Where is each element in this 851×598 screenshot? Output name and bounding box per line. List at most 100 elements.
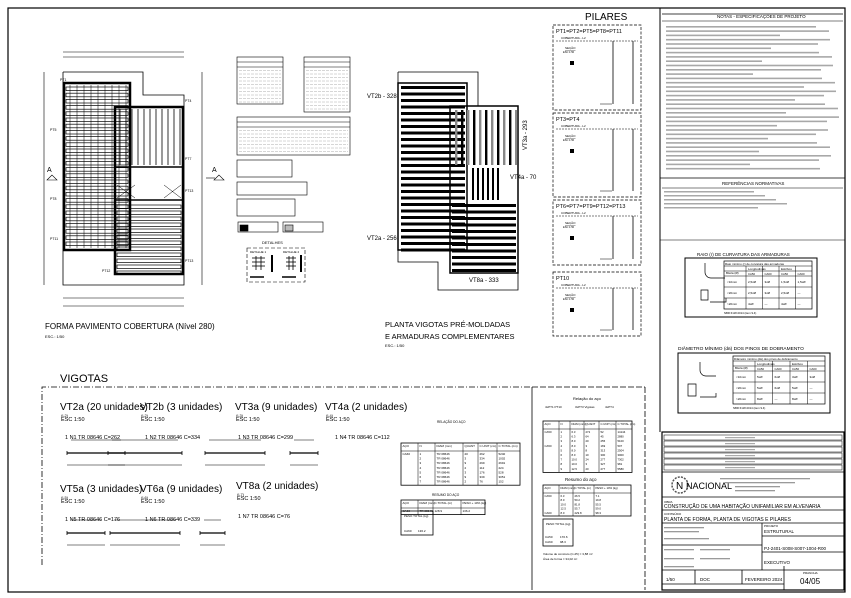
table-cell: 6: [561, 453, 563, 457]
reference-text-line: [664, 203, 787, 205]
obra-value: CONSTRUÇÃO DE UMA HABITAÇÃO UNIFAMILIAR …: [664, 503, 821, 510]
rule-table-cell: 4xØ: [781, 302, 787, 306]
area-note: Área de forma = 34,02 m²: [543, 557, 577, 561]
table-cell: 7: [561, 458, 563, 462]
pilar-group-name: PT1=PT2=PT5=PT8=PT11: [556, 29, 622, 35]
table-header: AÇO: [545, 486, 552, 490]
section-scale: ESC 1:50: [563, 138, 575, 142]
rule-table-cell: —: [810, 397, 813, 401]
table-cell: TR 08646: [437, 475, 451, 479]
rule-table-cell: <10mm: [727, 280, 738, 284]
note-text-line: [666, 34, 780, 37]
joist: [116, 216, 182, 221]
table-cell: 262: [480, 452, 485, 456]
joist: [116, 240, 182, 245]
joist: [116, 264, 182, 269]
table-cell: 2880: [618, 435, 625, 439]
vigota-joist: [401, 170, 465, 174]
table-cell: 2504: [618, 448, 625, 452]
table-header: QUANT: [465, 444, 476, 448]
title-block-text: [664, 558, 694, 560]
peso-cell: 98.3: [560, 540, 566, 544]
table-cell: 300: [601, 453, 606, 457]
vigota-joist: [452, 262, 516, 266]
joist: [65, 92, 129, 98]
title-block: [661, 431, 845, 591]
table-cell: 26.5: [575, 494, 581, 498]
vigotas-plan-title-1: PLANTA VIGOTAS PRÉ-MOLDADAS: [385, 320, 511, 329]
vigota-plan-label: VT2b - 328: [367, 94, 397, 100]
peso-total-cell: 136.2: [418, 529, 426, 533]
table-cell: 10.0: [561, 502, 567, 506]
table-cell: 3000: [618, 453, 625, 457]
title-block-text: [664, 527, 704, 529]
rule-table-cell: 3xØ: [792, 375, 798, 379]
table-cell: 528: [499, 470, 504, 474]
norm-reference: NBR 6118:2014 (item 9.4): [733, 406, 765, 410]
references-title: REFERÊNCIAS NORMATIVAS: [722, 179, 784, 186]
joist: [65, 111, 129, 116]
vigota-plan-label: VT3a - 293: [523, 120, 529, 150]
vigota-scale: ESC 1:50: [141, 417, 165, 423]
joist: [116, 204, 182, 209]
note-text-line: [666, 159, 819, 161]
table-header: C.TOTAL (cm): [499, 444, 518, 448]
table-cell: 224: [499, 466, 504, 470]
rule-table-cell: 1,5xØ: [798, 280, 807, 284]
vigota-joist: [401, 235, 465, 239]
vigota-joist: [452, 256, 516, 259]
table-cell: 2691: [499, 461, 506, 465]
table-cell: 2: [465, 466, 467, 470]
title-block-text: [664, 549, 694, 551]
forma-scale: ESC.: 1/50: [45, 334, 65, 339]
joist: [65, 210, 129, 215]
table-cell: CA50: [545, 444, 552, 448]
note-text-line: [666, 163, 750, 166]
section-label: SEÇÃO: [565, 133, 576, 138]
pillar-label: PT12: [102, 269, 110, 273]
revision-text: [725, 467, 755, 469]
revision-row: [663, 434, 843, 441]
codigo-value: PJ-2401-S008-S007-1004-R00: [764, 546, 827, 551]
table-cell: CA60: [403, 452, 411, 456]
note-text-line: [666, 94, 824, 97]
table-cell: TR 08646: [437, 466, 451, 470]
folha-label: PRANCHA: [803, 571, 818, 575]
svg-text:N: N: [676, 481, 683, 492]
note-text-line: [666, 112, 786, 114]
table-cell: 20: [586, 467, 590, 471]
joist: [65, 192, 129, 197]
table-cell: 507: [618, 444, 623, 448]
table-cell: 112: [480, 466, 485, 470]
joist: [65, 241, 129, 246]
table-cell: 55.5: [596, 502, 602, 506]
joist: [65, 130, 129, 135]
table-cell: 20: [586, 439, 590, 443]
pillar-label: PT13: [185, 189, 193, 193]
vigota-joist: [452, 230, 516, 233]
rule-table-cell: 6xØ: [775, 375, 781, 379]
projeto-value: ESTRUTURAL: [764, 529, 795, 534]
forma-title: FORMA PAVIMENTO COBERTURA (Nível 280): [45, 322, 215, 331]
vigota-name: VT4a (2 unidades): [325, 402, 408, 413]
table-cell: 128.9: [435, 509, 443, 513]
formato-value: DOC: [700, 577, 711, 582]
peso-total-box: [400, 510, 434, 536]
rule-table-cell: 2,5xØ: [781, 291, 790, 295]
vigota-name: VT5a (3 unidades): [60, 484, 143, 495]
joist: [65, 173, 129, 178]
rule-table-cell: —: [798, 291, 801, 295]
pilar-section-icon: [570, 308, 574, 312]
table-cell: 2: [561, 435, 563, 439]
rule-table-cell: —: [775, 397, 778, 401]
table-cell: 277: [601, 458, 606, 462]
table-cell: 6.3: [572, 435, 576, 439]
joist: [116, 210, 182, 215]
table-cell: 3: [465, 470, 467, 474]
vigota-joist: [401, 248, 465, 252]
table-cell: 5100: [618, 439, 625, 443]
table-cell: 2: [420, 457, 422, 461]
relacao-group: 4xPT1 PT10: [545, 405, 562, 409]
note-text-line: [666, 30, 829, 32]
